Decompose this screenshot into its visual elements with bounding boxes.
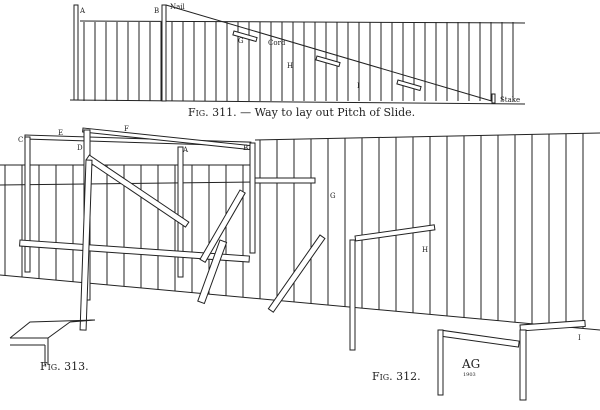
svg-text:1903: 1903 [463, 372, 476, 378]
label-a: A [182, 146, 189, 154]
board-g [232, 30, 258, 43]
label-g: G [330, 192, 336, 200]
brace-left [85, 154, 190, 228]
fence-top-line [254, 132, 600, 141]
fig-313-drawing [9, 319, 96, 365]
svg-text:AG: AG [461, 357, 480, 371]
slide-joint-detail [10, 344, 46, 365]
slide-joint [9, 319, 96, 365]
label-h: H [422, 246, 428, 254]
cord [165, 4, 496, 103]
arm-i [519, 319, 586, 332]
label-i: I [357, 82, 360, 90]
label-g: G [238, 37, 244, 45]
label-d: D [77, 144, 83, 152]
label-h: H [287, 62, 293, 70]
post-a [73, 4, 79, 101]
label-c: C [18, 136, 23, 144]
label-b: B [243, 144, 248, 152]
label-stake: Stake [500, 96, 520, 104]
post-i [519, 329, 527, 401]
fig-311-drawing: A B Nail G Cord H I Stake [69, 3, 526, 105]
base-rail [19, 239, 250, 263]
arm-h [354, 224, 436, 242]
post-b [249, 142, 256, 254]
label-nail: Nail [170, 3, 186, 11]
ground-line [69, 99, 526, 105]
fig-312-drawing: C E D F A B G H I [0, 125, 600, 401]
post-b [161, 4, 167, 102]
fig-311-caption: Fig. 311. — Way to lay out Pitch of Slid… [188, 106, 416, 119]
post-a [177, 146, 184, 278]
post-low [437, 329, 444, 396]
arm-g [254, 177, 316, 184]
slide-section-2 [267, 234, 326, 313]
label-b: B [154, 7, 159, 15]
fig-313-caption: Fig. 313. [40, 360, 89, 373]
fence-top-line [79, 20, 526, 24]
post-c [24, 136, 31, 273]
monogram: AG 1903 [461, 357, 480, 378]
slide-section-1 [199, 189, 246, 263]
ground-line [0, 274, 600, 331]
board-h [315, 55, 341, 68]
fig-312-caption: Fig. 312. [372, 370, 421, 383]
label-e: E [58, 129, 63, 137]
label-i: I [578, 334, 581, 342]
board-i [396, 79, 422, 92]
label-a: A [79, 7, 86, 15]
label-cord: Cord [268, 39, 286, 47]
slide-leg [197, 239, 228, 305]
slide-section-3 [438, 329, 520, 348]
stake [491, 93, 496, 104]
label-f: F [124, 125, 129, 133]
brace-right [79, 159, 93, 331]
post-h [349, 239, 356, 351]
